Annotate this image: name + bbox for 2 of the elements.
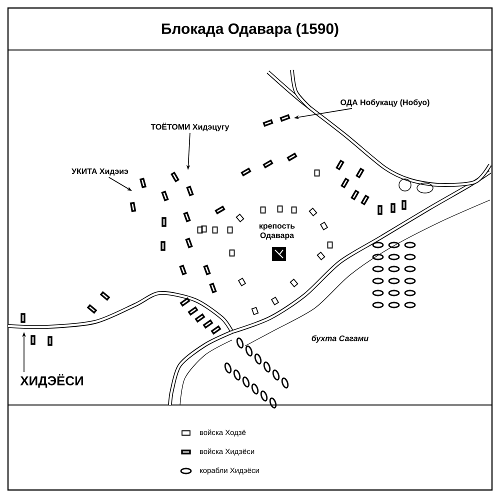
army-label: ХИДЭЁСИ [20, 374, 83, 388]
title: Блокада Одавара (1590) [162, 23, 338, 37]
